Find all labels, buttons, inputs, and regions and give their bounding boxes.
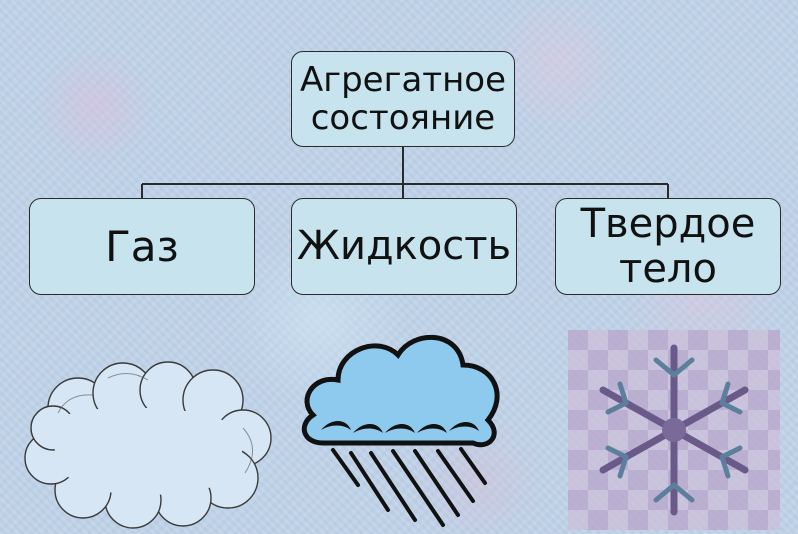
node-liquid: Жидкость [291,198,517,295]
node-liquid-label: Жидкость [296,223,512,270]
root-node-aggregate-state: Агрегатное состояние [291,51,515,147]
rain-cloud-icon [301,334,500,527]
cloud-outline-icon [24,361,272,529]
node-gas-label: Газ [105,221,179,271]
snowflake-icon [568,330,780,530]
node-gas: Газ [29,198,255,295]
node-solid-label: Твердое тело [580,200,756,292]
node-solid: Твердое тело [555,198,781,295]
root-node-label: Агрегатное состояние [299,59,507,138]
